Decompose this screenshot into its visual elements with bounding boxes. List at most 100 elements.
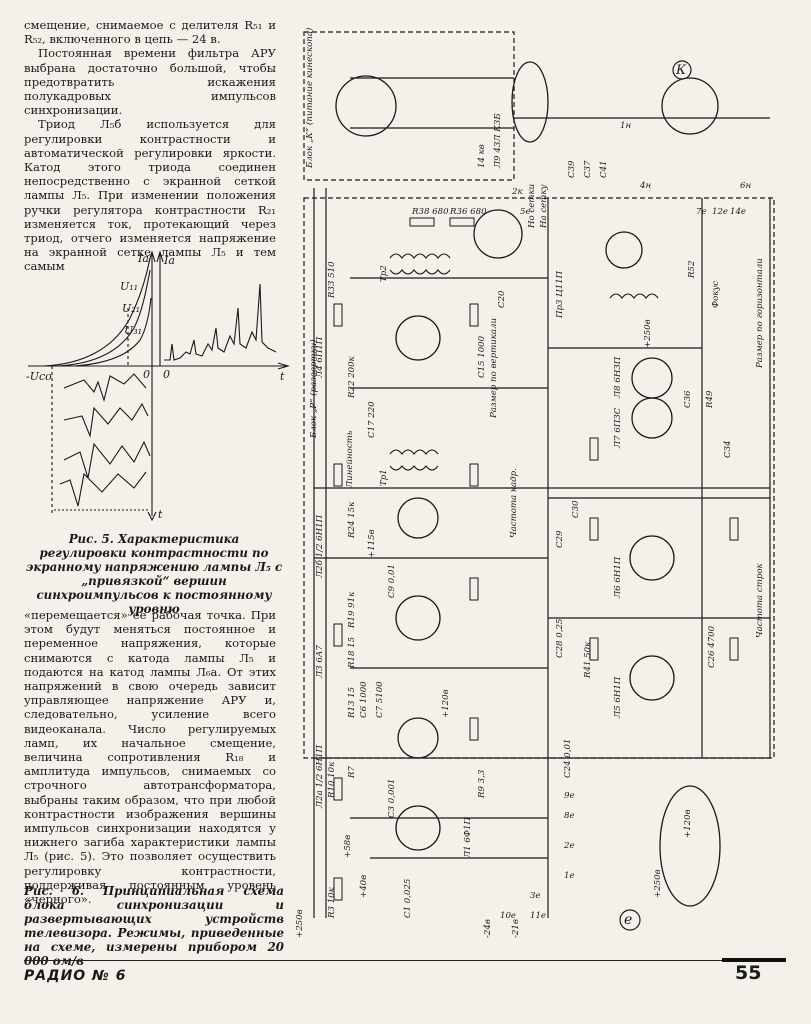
label-terminal: 14е (730, 207, 746, 217)
curve-u1 (73, 297, 152, 367)
label-c29: C29 (555, 530, 565, 548)
label-c15: C15 1000 (477, 335, 487, 378)
transformer-tp2 (389, 253, 451, 259)
label-terminal: 3е (530, 891, 541, 901)
label-r41: R41 50к (583, 641, 593, 679)
label-pr3: Пр3 Ц11П (555, 270, 565, 319)
label-terminal: 5е (520, 207, 531, 217)
label-voltage: +250в (295, 909, 305, 938)
tube-l6 (629, 535, 675, 581)
label-terminal: 2к (511, 187, 523, 197)
label-k: К (675, 63, 687, 78)
label-r18: R18 15 (347, 637, 357, 669)
label-ia-right: Iа (163, 254, 175, 267)
label-r3: R3 10к (327, 886, 337, 919)
paragraph: «перемещается» ее рабочая точка. При это… (24, 608, 276, 907)
label-r9: R9 3,3 (477, 769, 487, 799)
label-l6: Л6 6Н1П (613, 556, 623, 599)
label-l5: Л5 6Н1П (613, 676, 623, 719)
label-l3: Л3 6А7 (315, 645, 325, 679)
label-terminal: 8е (564, 811, 575, 821)
label-r33: R33 510 (327, 261, 337, 299)
label-zero: 0 (163, 368, 170, 381)
label-l4: Л4 6П1П (315, 336, 325, 379)
label-voltage: +40в (359, 875, 369, 898)
label-c20: C20 (497, 290, 507, 308)
label-voltage: +120в (441, 689, 451, 718)
waveform-3 (63, 440, 151, 479)
label-sync: Но сетки (527, 184, 537, 229)
label-l8: Л8 6Н3П (613, 356, 623, 399)
figure-6-schematic: Блок „К“ (питание кинескопа) Блок „Р“ (р… (295, 28, 775, 938)
tube-l1 (395, 805, 441, 851)
footer-rule (24, 960, 786, 961)
tube-l2a (397, 717, 439, 759)
label-r13: R13 15 (347, 687, 357, 719)
label-connector-e: е (624, 912, 632, 928)
label-l2b: Л2б 1/2 6Н1П (314, 514, 325, 579)
connector-e (659, 785, 721, 907)
label-r22: R22 200к (347, 355, 357, 399)
label-voltage: -21в (511, 919, 521, 938)
label-voltage: +58в (343, 835, 353, 858)
label-linearity: Линейность (345, 430, 355, 489)
label-r7: R7 (347, 766, 357, 779)
label-c37: C37 (583, 160, 593, 178)
tube-l4 (395, 315, 441, 361)
tube-l9 (511, 61, 549, 143)
label-voltage: +115в (367, 529, 377, 558)
label-terminal: 1е (564, 871, 575, 881)
figure-6-caption: Рис. 6. Принципиальная схема блока синхр… (24, 884, 284, 968)
label-c24: C24 0,01 (563, 739, 573, 778)
label-freq-frame: Частота кадр. (509, 468, 519, 538)
label-terminal: 12е (712, 207, 728, 217)
label-r19: R19 91к (347, 591, 357, 629)
block-k-frame (303, 31, 515, 181)
label-voltage: +120в (683, 809, 693, 838)
label-r49: R49 (705, 390, 715, 409)
label-c26: C26 4700 (707, 625, 717, 668)
label-voltage: -24в (483, 919, 493, 938)
label-l7: Л7 6П3С (613, 407, 623, 449)
label-voltage: +250в (653, 869, 663, 898)
label-c36: C36 (683, 390, 693, 408)
tube-l5 (629, 655, 675, 701)
figure-5: Iа Iа U₁₁ U₂₁ U₃₁ -Uсо 0 0 t t (26, 250, 290, 522)
label-c39: C39 (567, 160, 577, 178)
label-tp1: Тр1 (379, 469, 389, 486)
label-terminal: 9е (564, 791, 575, 801)
label-ia-left: Iа (137, 252, 149, 265)
tube-socket-k (335, 75, 397, 137)
paragraph: Триод Л₅б используется для регулировки к… (24, 117, 276, 274)
label-focus: Фокус (711, 281, 721, 308)
label-zero: 0 (143, 368, 150, 381)
label-c28: C28 0,25 (555, 619, 565, 658)
label-terminal: 2е (563, 841, 575, 851)
label-terminal: 1н (620, 121, 631, 131)
label-r52: R52 (687, 261, 697, 279)
label-terminal: 4н (639, 181, 651, 191)
label-uco: -Uсо (26, 370, 52, 383)
label-c7: C7 5100 (375, 681, 385, 718)
label-c6: C6 1000 (359, 681, 369, 718)
paragraph: смещение, снимаемое с делителя R₅₁ и R₅₂… (24, 18, 276, 47)
label-t: t (158, 508, 163, 521)
label-voltage: +250в (643, 319, 653, 348)
label-block-r: Блок „Р“ (развертки) (308, 339, 319, 439)
label-u2: U₂₁ (122, 302, 140, 315)
tube-socket-kinescope (661, 77, 719, 135)
waveform-1 (63, 373, 147, 402)
tube-l8 (631, 357, 673, 399)
label-r36: R36 680 (449, 207, 487, 217)
label-c9: C9 0,01 (387, 564, 397, 598)
label-c1: C1 0,025 (403, 879, 413, 918)
tube-l3 (395, 595, 441, 641)
axis-arrow (156, 250, 164, 263)
label-terminal: 6н (740, 181, 751, 191)
label-terminal: 7е (696, 207, 707, 217)
label-l1: Л1 6Ф1П (463, 817, 473, 859)
label-u3: U₃₁ (124, 324, 142, 337)
figure-5-caption: Рис. 5. Характеристика регулировки контр… (25, 532, 283, 616)
pulse-waveform (164, 283, 277, 361)
waveform-4 (59, 471, 147, 507)
